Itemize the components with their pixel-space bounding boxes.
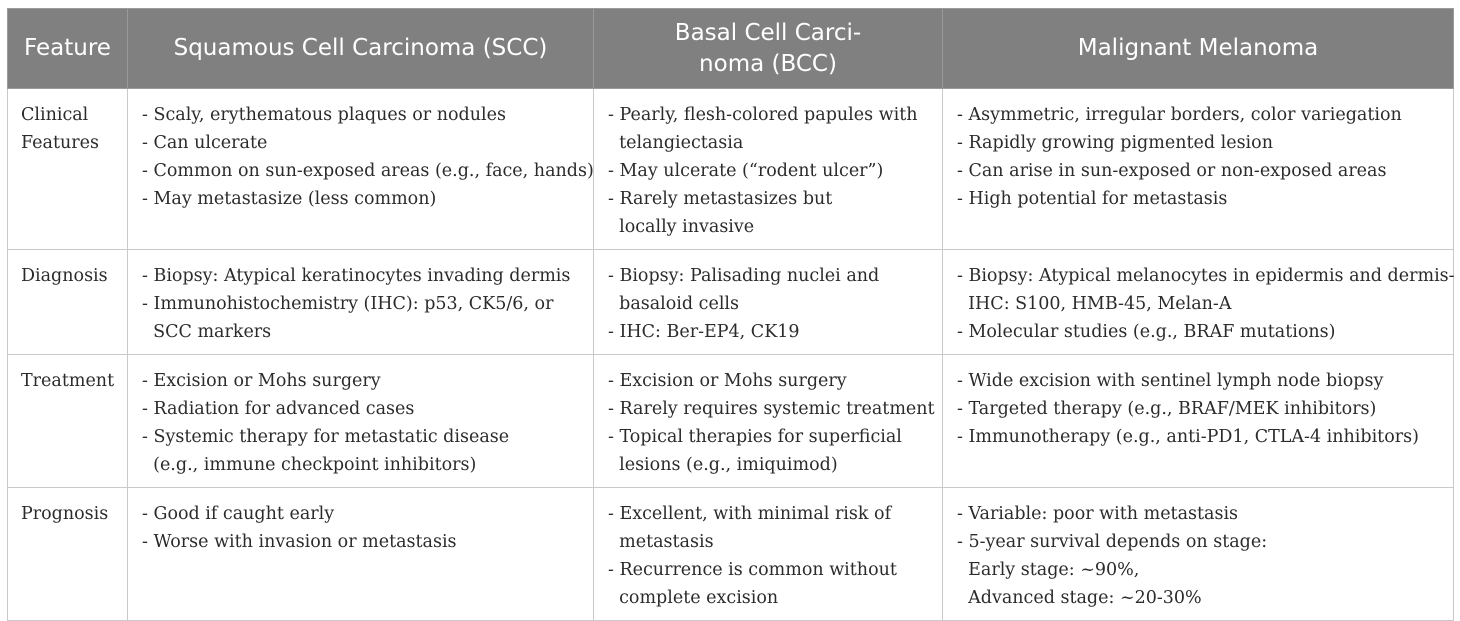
bullet-line: - Molecular studies (e.g., BRAF mutation…: [957, 322, 1336, 342]
bullet-line: - Immunohistochemistry (IHC): p53, CK5/6…: [142, 294, 554, 314]
header-scc: Squamous Cell Carcinoma (SCC): [127, 8, 594, 89]
bullet-line: - May ulcerate (“rodent ulcer”): [608, 161, 884, 181]
cell-bcc: - Biopsy: Palisading nuclei and basaloid…: [593, 249, 943, 355]
bullet-line: - Scaly, erythematous plaques or nodules: [142, 105, 506, 125]
bullet-line: - Topical therapies for superficial: [608, 427, 902, 447]
bullet-line: - 5-year survival depends on stage:: [957, 532, 1268, 552]
cell-bcc: - Excision or Mohs surgery - Rarely requ…: [593, 354, 943, 488]
bullet-line: - Targeted therapy (e.g., BRAF/MEK inhib…: [957, 399, 1377, 419]
bullet-line: - Recurrence is common without: [608, 560, 897, 580]
bullet-line: - Excision or Mohs surgery: [142, 371, 381, 391]
bullet-line: - Biopsy: Atypical melanocytes in epider…: [957, 266, 1455, 286]
row-label-line: Clinical: [21, 105, 89, 125]
bullet-line: - Can ulcerate: [142, 133, 268, 153]
cell-scc: - Excision or Mohs surgery - Radiation f…: [127, 354, 594, 488]
row-label: Diagnosis: [7, 249, 128, 355]
bullet-line: telangiectasia: [608, 133, 744, 153]
row-label: Treatment: [7, 354, 128, 488]
cell-scc: - Biopsy: Atypical keratinocytes invadin…: [127, 249, 594, 355]
bullet-line: metastasis: [608, 532, 714, 552]
header-melanoma: Malignant Melanoma: [942, 8, 1454, 89]
table-header: Feature Squamous Cell Carcinoma (SCC) Ba…: [7, 8, 1454, 89]
row-label-line: Diagnosis: [21, 266, 108, 286]
table-row-clinical-features: Clinical Features - Scaly, erythematous …: [7, 88, 1454, 250]
bullet-line: basaloid cells: [608, 294, 740, 314]
bullet-line: - IHC: Ber-EP4, CK19: [608, 322, 800, 342]
bullet-line: SCC markers: [142, 322, 272, 342]
bullet-line: Early stage: ~90%,: [957, 560, 1140, 580]
cell-scc: - Good if caught early - Worse with inva…: [127, 487, 594, 621]
cell-scc: - Scaly, erythematous plaques or nodules…: [127, 88, 594, 250]
header-bcc-line: noma (BCC): [699, 50, 837, 77]
bullet-line: - Asymmetric, irregular borders, color v…: [957, 105, 1402, 125]
bullet-line: complete excision: [608, 588, 779, 608]
bullet-line: lesions (e.g., imiquimod): [608, 455, 838, 475]
bullet-line: - Immunotherapy (e.g., anti-PD1, CTLA-4 …: [957, 427, 1419, 447]
bullet-line: - Wide excision with sentinel lymph node…: [957, 371, 1384, 391]
bullet-line: - Can arise in sun-exposed or non-expose…: [957, 161, 1387, 181]
cell-bcc: - Excellent, with minimal risk of metast…: [593, 487, 943, 621]
bullet-line: - Biopsy: Atypical keratinocytes invadin…: [142, 266, 571, 286]
bullet-line: - Pearly, flesh-colored papules with: [608, 105, 918, 125]
bullet-line: - Variable: poor with metastasis: [957, 504, 1239, 524]
bullet-line: - Radiation for advanced cases: [142, 399, 415, 419]
row-label-line: Treatment: [21, 371, 115, 391]
cell-melanoma: - Biopsy: Atypical melanocytes in epider…: [942, 249, 1455, 355]
bullet-line: Advanced stage: ~20-30%: [957, 588, 1202, 608]
bullet-line: IHC: S100, HMB-45, Melan-A: [957, 294, 1232, 314]
bullet-line: - Excellent, with minimal risk of: [608, 504, 892, 524]
bullet-line: - Common on sun-exposed areas (e.g., fac…: [142, 161, 594, 181]
bullet-line: - Rapidly growing pigmented lesion: [957, 133, 1273, 153]
table-row-treatment: Treatment - Excision or Mohs surgery - R…: [7, 354, 1454, 488]
bullet-line: - Worse with invasion or metastasis: [142, 532, 457, 552]
row-label-line: Features: [21, 133, 99, 153]
header-bcc: Basal Cell Carci- noma (BCC): [593, 8, 943, 89]
cell-melanoma: - Variable: poor with metastasis - 5-yea…: [942, 487, 1454, 621]
bullet-line: - Good if caught early: [142, 504, 335, 524]
row-label-line: Prognosis: [21, 504, 109, 524]
cell-bcc: - Pearly, flesh-colored papules with tel…: [593, 88, 943, 250]
cell-melanoma: - Wide excision with sentinel lymph node…: [942, 354, 1454, 488]
header-bcc-line: Basal Cell Carci-: [674, 19, 862, 46]
table-body: Clinical Features - Scaly, erythematous …: [7, 88, 1455, 621]
bullet-line: - Excision or Mohs surgery: [608, 371, 847, 391]
bullet-line: - Rarely requires systemic treatment: [608, 399, 935, 419]
row-label: Clinical Features: [7, 88, 128, 250]
bullet-line: - High potential for metastasis: [957, 189, 1228, 209]
comparison-table: Feature Squamous Cell Carcinoma (SCC) Ba…: [7, 8, 1455, 621]
bullet-line: locally invasive: [608, 217, 755, 237]
header-row: Feature Squamous Cell Carcinoma (SCC) Ba…: [7, 8, 1454, 89]
table-row-diagnosis: Diagnosis - Biopsy: Atypical keratinocyt…: [7, 249, 1455, 355]
table-row-prognosis: Prognosis - Good if caught early - Worse…: [7, 487, 1454, 621]
row-label: Prognosis: [7, 487, 128, 621]
cell-melanoma: - Asymmetric, irregular borders, color v…: [942, 88, 1454, 250]
bullet-line: - Systemic therapy for metastatic diseas…: [142, 427, 510, 447]
bullet-line: - Biopsy: Palisading nuclei and: [608, 266, 880, 286]
header-feature: Feature: [7, 8, 128, 89]
bullet-line: - May metastasize (less common): [142, 189, 437, 209]
bullet-line: - Rarely metastasizes but: [608, 189, 833, 209]
bullet-line: (e.g., immune checkpoint inhibitors): [142, 455, 477, 475]
